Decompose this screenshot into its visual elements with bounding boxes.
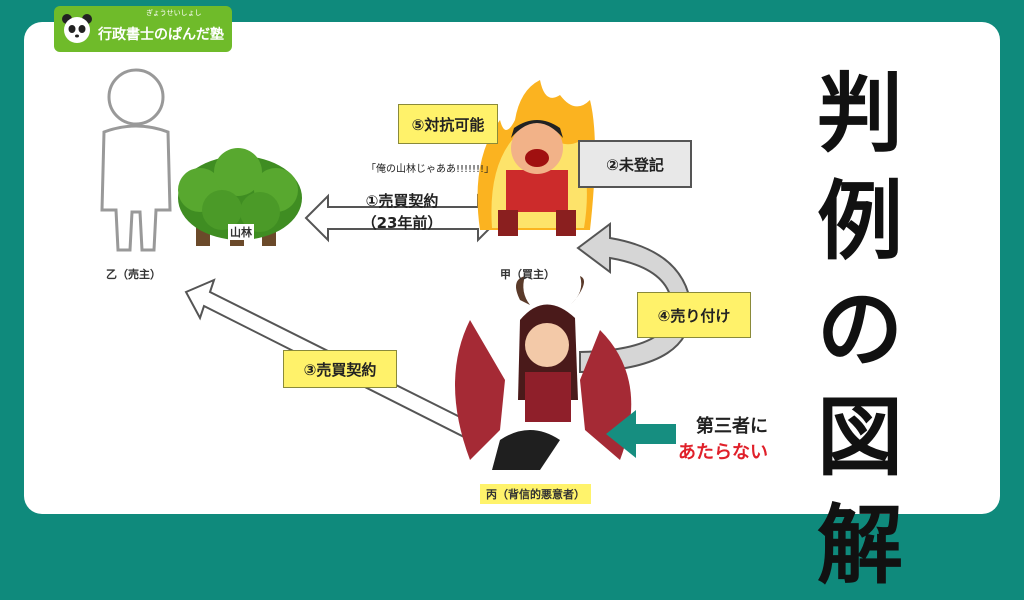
step1-line2: （23年前） bbox=[361, 214, 443, 232]
third-party-label: 丙（背信的悪意者） bbox=[480, 484, 591, 504]
buyer-label: 甲（買主） bbox=[500, 268, 555, 281]
forest-icon bbox=[178, 148, 302, 246]
page-title: 判 例 の 図 解 bbox=[810, 60, 910, 600]
step2-badge: ②未登記 bbox=[578, 140, 692, 188]
brand-ruby: ぎょうせいしょし bbox=[146, 9, 202, 17]
brand-name: 行政書士のぱんだ塾 bbox=[98, 27, 224, 43]
brand-badge[interactable]: ぎょうせいしょし 行政書士のぱんだ塾 bbox=[54, 6, 232, 52]
note-line2: あたらない bbox=[678, 442, 768, 463]
not-third-party-arrow bbox=[606, 410, 676, 458]
step1-line1: ①売買契約 bbox=[365, 192, 439, 210]
seller-person-icon bbox=[100, 68, 172, 252]
angry-buyer-icon bbox=[477, 80, 595, 236]
buyer-speech: 「俺の山林じゃああ!!!!!!!」 bbox=[366, 164, 495, 175]
forest-label: 山林 bbox=[228, 224, 254, 240]
step1-contract: ①売買契約 （23年前） bbox=[342, 190, 462, 238]
content-card bbox=[24, 22, 1000, 514]
title-char: 図 bbox=[817, 388, 903, 488]
step5-badge: ⑤対抗可能 bbox=[398, 104, 498, 144]
step4-badge: ④売り付け bbox=[637, 292, 751, 338]
title-char: 判 bbox=[817, 64, 903, 164]
step3-badge: ③売買契約 bbox=[283, 350, 397, 388]
panda-logo-icon bbox=[62, 14, 92, 43]
title-char: 例 bbox=[817, 172, 903, 272]
note-line1: 第三者に bbox=[696, 416, 768, 437]
seller-label: 乙（売主） bbox=[106, 268, 161, 281]
title-char: 解 bbox=[817, 496, 903, 596]
devil-character-icon bbox=[455, 276, 632, 470]
title-char: の bbox=[817, 280, 903, 380]
